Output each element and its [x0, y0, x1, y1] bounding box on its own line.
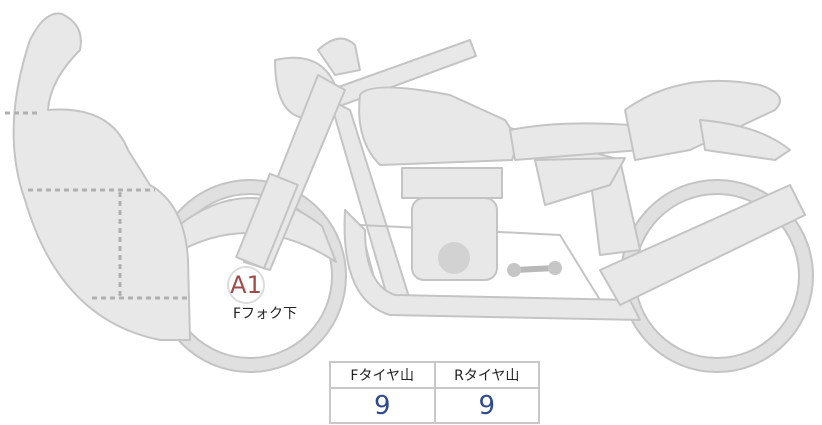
- seat: [509, 122, 641, 161]
- tread-table: Fタイヤ山 Rタイヤ山 9 9: [329, 361, 540, 424]
- engine-cylinder: [411, 197, 498, 281]
- fuel-tank: [358, 86, 516, 166]
- engine-cover: [438, 242, 470, 274]
- exhaust-pipe: [343, 209, 641, 321]
- footpeg-end: [507, 263, 521, 277]
- tread-table-header-row: Fタイヤ山 Rタイヤ山: [329, 361, 540, 389]
- tread-table-value-row: 9 9: [329, 387, 540, 424]
- front-fairing: [12, 12, 191, 341]
- muffler: [599, 184, 806, 306]
- marker-circle: [227, 266, 265, 304]
- handlebar: [317, 37, 361, 76]
- marker-caption: Fフォク下: [233, 306, 298, 322]
- engine-block: [401, 167, 503, 199]
- front-tread-value: 9: [329, 387, 436, 424]
- footpeg-end-2: [548, 261, 562, 275]
- side-cover: [534, 157, 626, 206]
- rear-cowl: [699, 119, 791, 161]
- marker-label: A1: [230, 271, 262, 299]
- rear-tread-header: Rタイヤ山: [433, 361, 540, 389]
- front-tread-header: Fタイヤ山: [329, 361, 436, 389]
- fork-lower: [235, 172, 299, 270]
- rear-tread-value: 9: [433, 387, 540, 424]
